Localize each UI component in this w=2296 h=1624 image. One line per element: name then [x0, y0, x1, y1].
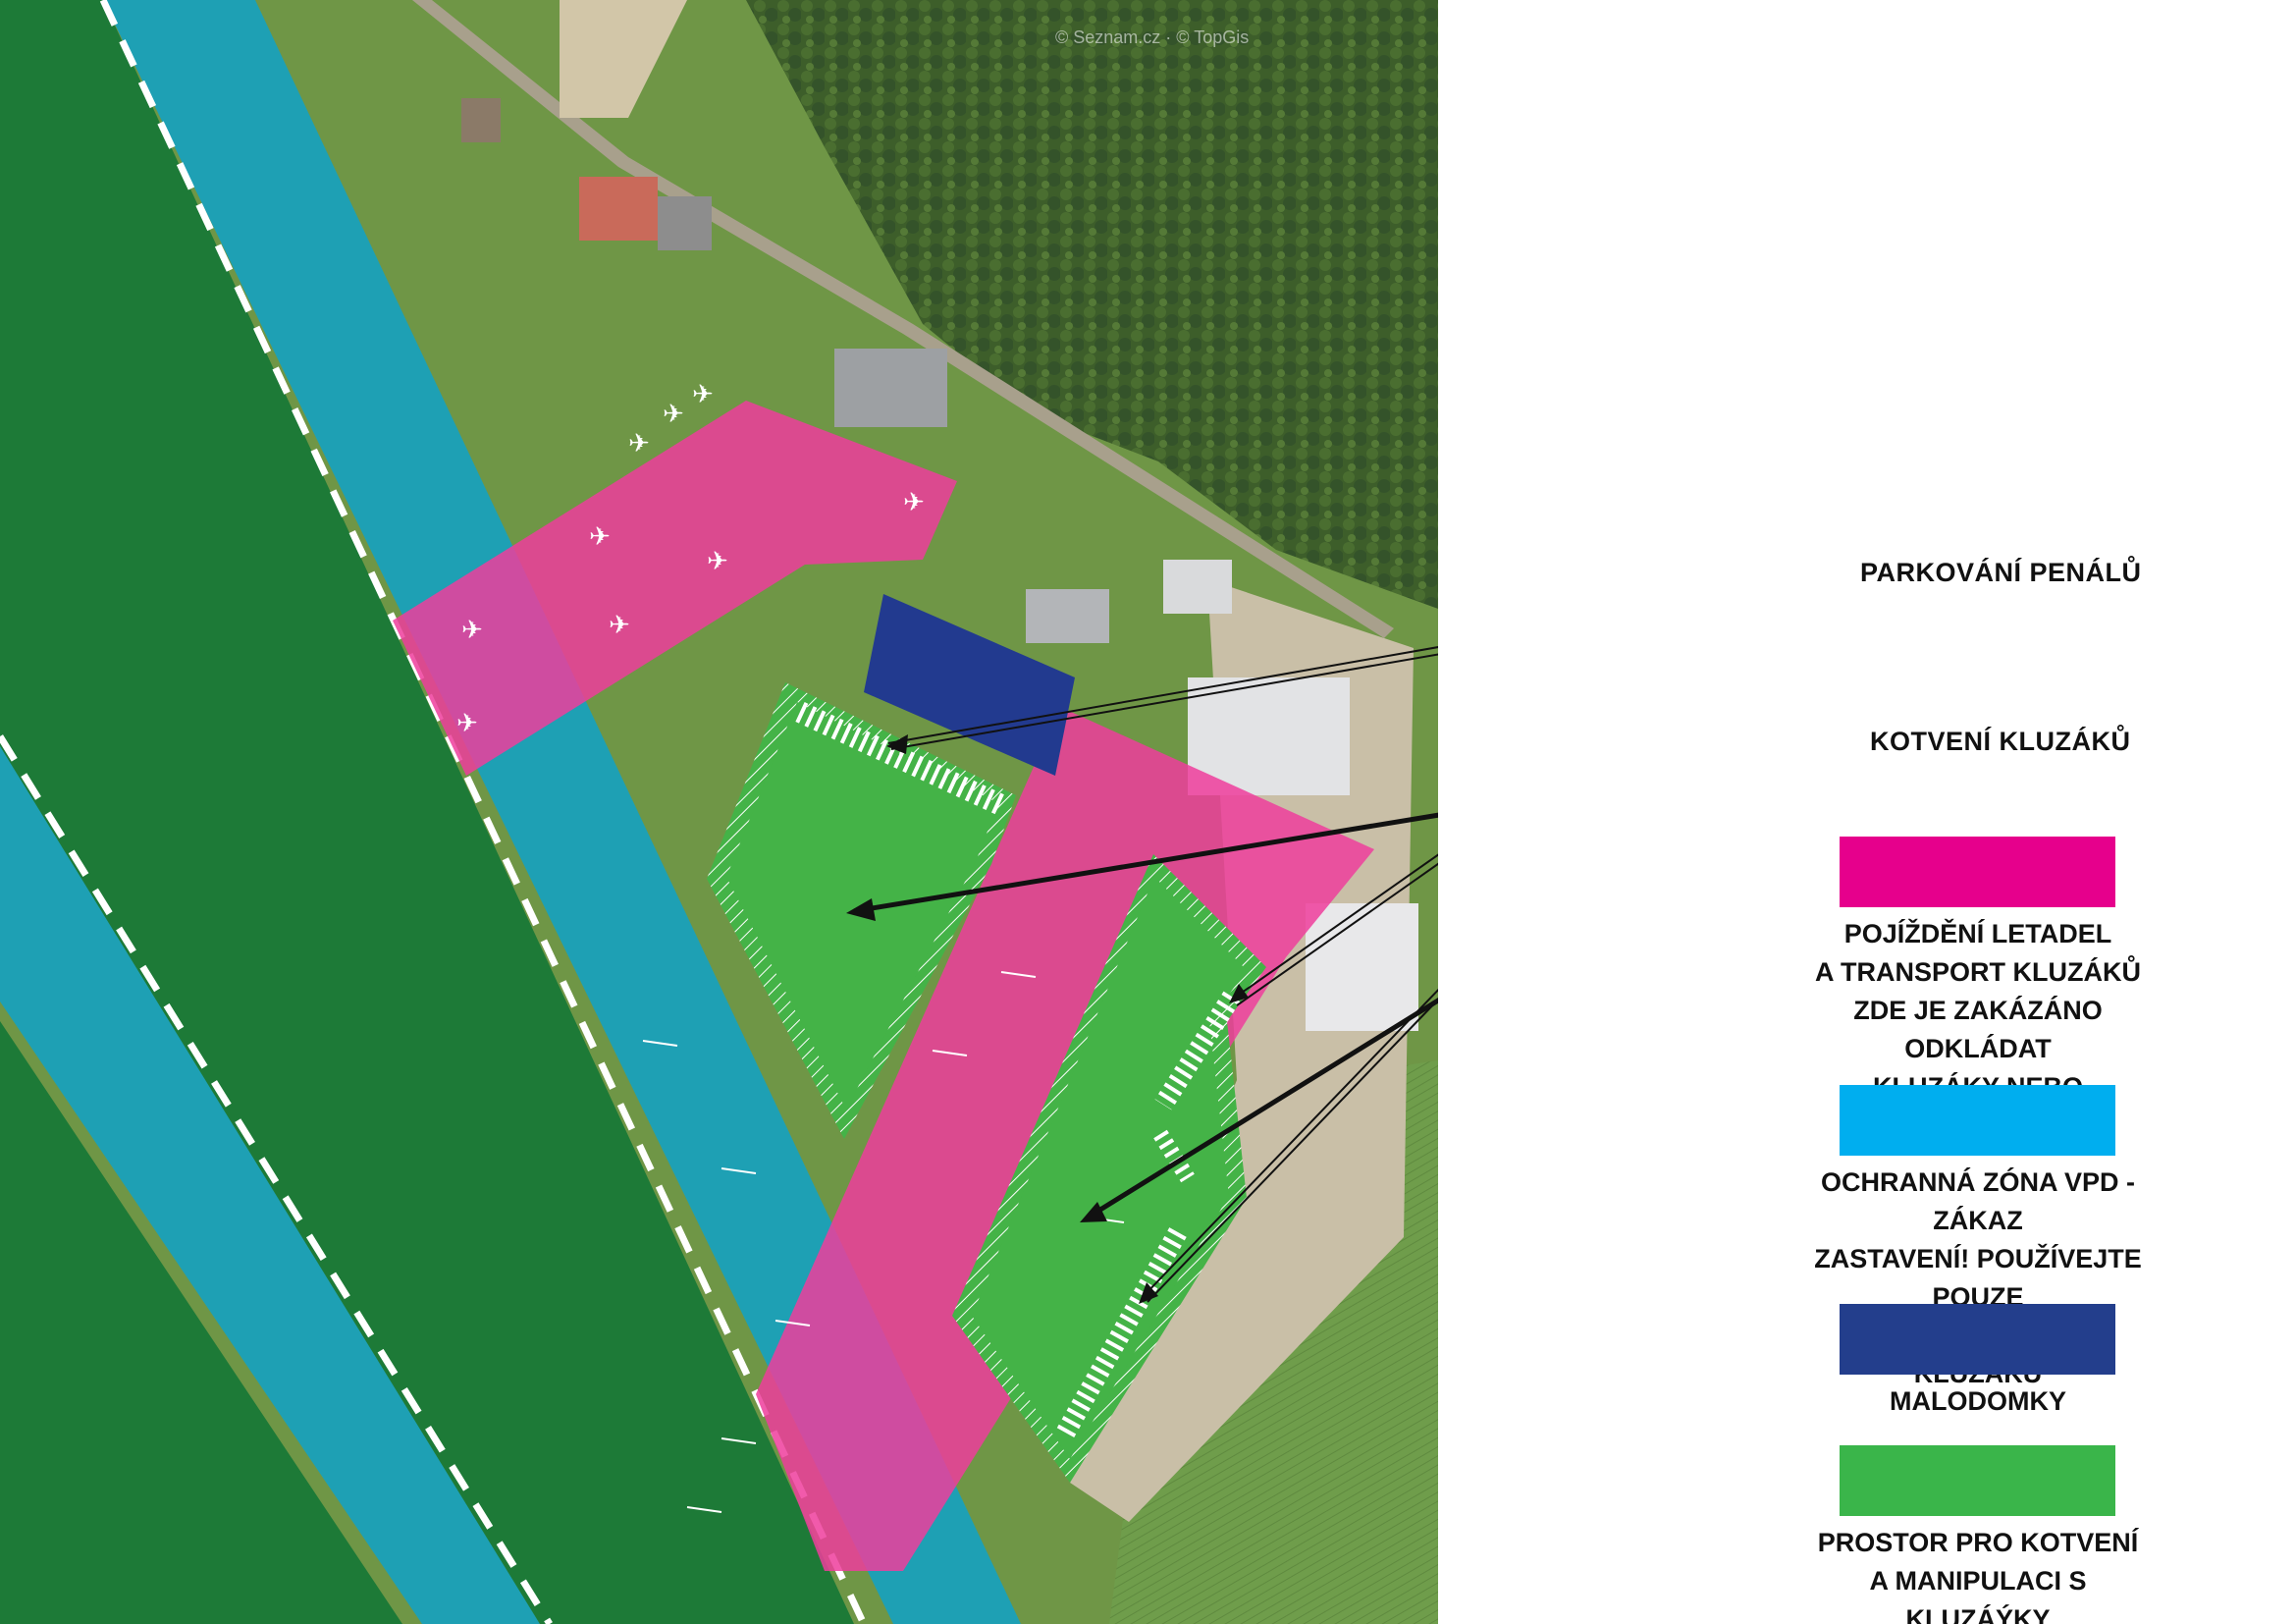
building: [579, 177, 658, 241]
legend-text-caravans: MALODOMKY: [1890, 1386, 2066, 1416]
parking-stripes: [1154, 991, 1241, 1110]
anchoring-callout-arrowheads: [846, 898, 1107, 1222]
building: [658, 196, 712, 250]
legend-swatch-caravans: [1840, 1304, 2115, 1375]
dirt-path: [560, 0, 687, 118]
svg-text:✈: ✈: [903, 488, 925, 517]
runway-edge-line: [99, 0, 868, 1624]
taxi-zone: [393, 401, 957, 776]
glider-markers: [642, 971, 1125, 1513]
parking-stripes: [795, 702, 1006, 815]
building: [1188, 677, 1350, 795]
legend-swatch-protection: [1840, 1085, 2115, 1156]
building: [461, 98, 501, 142]
svg-text:✈: ✈: [707, 547, 728, 576]
aerial-map[interactable]: ✈ ✈ ✈ ✈ ✈ ✈ ✈ ✈ ✈: [0, 0, 1438, 1624]
map-attribution: © Seznam.cz · © TopGis: [1055, 27, 1250, 47]
anchoring-callout-arrows: [853, 812, 1438, 1220]
svg-text:✈: ✈: [692, 380, 714, 409]
parking-callout-arrowheads: [886, 734, 1249, 1304]
glider-area-south-inner: [972, 877, 1247, 1459]
svg-text:✈: ✈: [663, 400, 684, 429]
runway-strip: [0, 1021, 402, 1624]
aircraft-markers: ✈ ✈ ✈ ✈ ✈ ✈ ✈ ✈ ✈: [456, 380, 925, 738]
protection-zone-band: [103, 0, 1021, 1624]
building: [1306, 903, 1418, 1031]
runway-edge-line: [0, 734, 553, 1624]
svg-text:✈: ✈: [589, 522, 611, 552]
caravan-zone: [864, 594, 1075, 776]
parking-callout-arrows: [887, 646, 1438, 1303]
legend-swatch-taxi: [1840, 837, 2115, 907]
legend-text-gliders: PROSTOR PRO KOTVENÍ A MANIPULACI S KLUZÁ…: [1817, 1528, 2139, 1624]
building: [834, 349, 947, 427]
legend-swatch-gliders: [1840, 1445, 2115, 1516]
svg-text:✈: ✈: [628, 429, 650, 459]
runway-strip: [0, 0, 854, 1624]
road: [412, 0, 1394, 638]
callout-parking-label: PARKOVÁNÍ PENÁLŮ: [1860, 558, 2142, 587]
callout-anchoring-label: KOTVENÍ KLUZÁKŮ: [1870, 727, 2131, 756]
forest-area: [746, 0, 1438, 609]
building: [1026, 589, 1109, 643]
svg-text:✈: ✈: [461, 616, 483, 645]
building: [1163, 560, 1232, 614]
svg-text:✈: ✈: [456, 709, 478, 738]
svg-text:✈: ✈: [609, 611, 630, 640]
